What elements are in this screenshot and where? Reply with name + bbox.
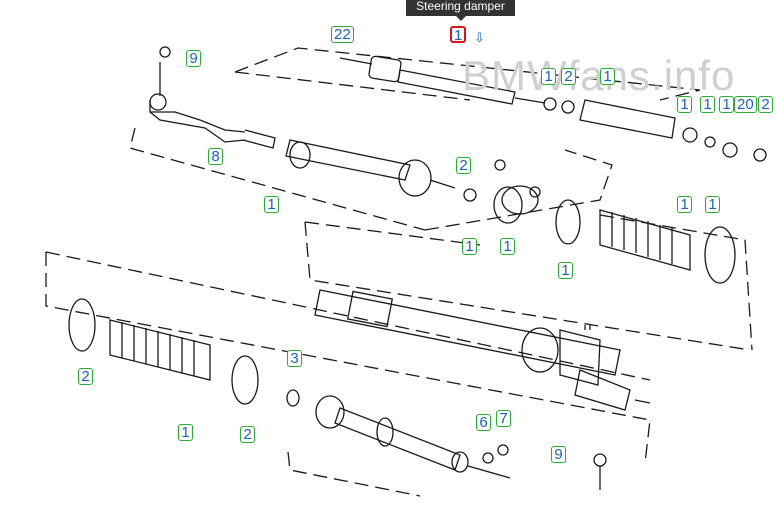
callout[interactable]: 1 [600, 68, 615, 85]
bearing-illustration [463, 159, 541, 224]
rack-housing [314, 289, 651, 411]
bellows-boot-right [555, 199, 736, 284]
callout[interactable]: 9 [186, 50, 201, 67]
tie-rod-illustration [149, 46, 456, 197]
watermark-text: BMWfans.info [462, 52, 736, 99]
group-frame-damper [234, 47, 701, 101]
callout[interactable]: 1 [558, 262, 573, 279]
callout[interactable]: 2 [456, 157, 471, 174]
callout[interactable]: 22 [331, 26, 354, 43]
callout[interactable]: 1 [677, 96, 692, 113]
callout[interactable]: 3 [287, 350, 302, 367]
callout[interactable]: 2 [240, 426, 255, 443]
callout[interactable]: 1 [677, 196, 692, 213]
callout[interactable]: 1 [700, 96, 715, 113]
steering-damper-illustration [339, 55, 767, 162]
callout[interactable]: 1 [178, 424, 193, 441]
group-frame-rack [304, 214, 753, 351]
callout[interactable]: 1 [719, 96, 734, 113]
callout[interactable]: 7 [496, 410, 511, 427]
callout[interactable]: 2 [561, 68, 576, 85]
inner-tie-rod-illustration [315, 395, 607, 490]
callout[interactable]: 2 [758, 96, 773, 113]
callout[interactable]: 1 [264, 196, 279, 213]
callout-steering-damper-selected[interactable]: 1 [450, 26, 467, 43]
arrow-down-icon: ⇩ [474, 30, 485, 45]
callout[interactable]: 20 [734, 96, 757, 113]
callout[interactable]: 1 [705, 196, 720, 213]
callout[interactable]: 9 [551, 446, 566, 463]
group-frame-lower [45, 251, 651, 497]
callout[interactable]: 2 [78, 368, 93, 385]
bellows-boot-left [68, 298, 300, 407]
tooltip-pointer [456, 16, 466, 21]
callout[interactable]: 1 [500, 238, 515, 255]
callout[interactable]: 8 [208, 148, 223, 165]
callout[interactable]: 1 [462, 238, 477, 255]
callout[interactable]: 1 [541, 68, 556, 85]
tooltip-steering-damper: Steering damper [406, 0, 515, 16]
callout[interactable]: 6 [476, 414, 491, 431]
group-frame-tie-rod [129, 127, 613, 231]
